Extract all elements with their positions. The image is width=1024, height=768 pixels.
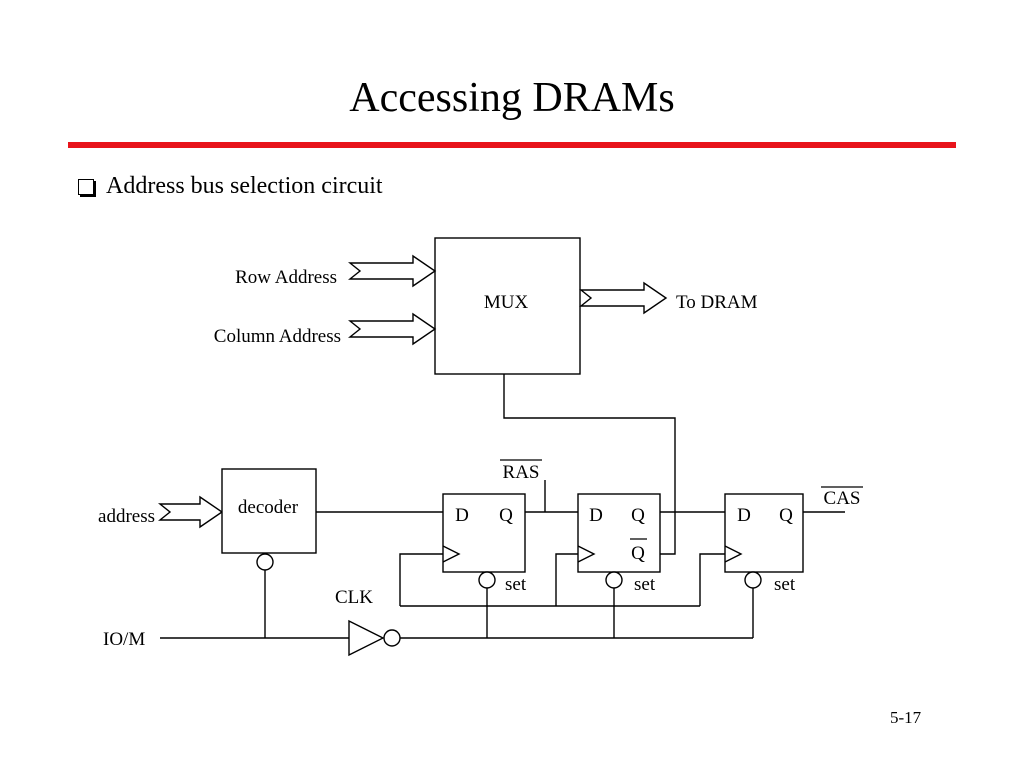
bullet-text: Address bus selection circuit (106, 173, 383, 199)
flip-flop-3 (724, 493, 804, 573)
bullet-item: Address bus selection circuit (78, 171, 383, 201)
address-label: address (98, 506, 155, 527)
to-dram-label: To DRAM (676, 292, 758, 313)
column-address-bus-arrow (348, 312, 437, 346)
slide-title: Accessing DRAMs (349, 75, 675, 121)
flip-flop-1 (442, 493, 526, 573)
io-m-label: IO/M (103, 629, 145, 650)
decoder-block (221, 468, 317, 554)
clk-label: CLK (335, 587, 373, 608)
checkbox-bullet-icon (78, 179, 94, 195)
row-address-label: Row Address (235, 267, 337, 288)
column-address-label: Column Address (214, 326, 341, 347)
ff1-d-label: D (455, 505, 469, 526)
flip-flop-2 (577, 493, 661, 573)
ras-label: RAS (503, 462, 540, 483)
inverter-gate (348, 619, 385, 657)
ff3-set-label: set (774, 574, 796, 595)
ff3-d-label: D (737, 505, 751, 526)
page-number: 5-17 (890, 708, 922, 727)
row-address-bus-arrow (348, 254, 437, 288)
decoder-label: decoder (238, 497, 299, 518)
ff1-q-label: Q (499, 505, 513, 526)
ff2-qbar-label: Q (631, 543, 645, 564)
ff3-q-label: Q (779, 505, 793, 526)
to-dram-bus-arrow (579, 281, 668, 315)
ff2-set-label: set (634, 574, 656, 595)
ff1-set-label: set (505, 574, 527, 595)
ff2-d-label: D (589, 505, 603, 526)
cas-label: CAS (824, 488, 861, 509)
ff2-q-label: Q (631, 505, 645, 526)
mux-label: MUX (484, 292, 529, 313)
title-divider (68, 142, 956, 148)
address-bus-arrow (158, 495, 224, 529)
